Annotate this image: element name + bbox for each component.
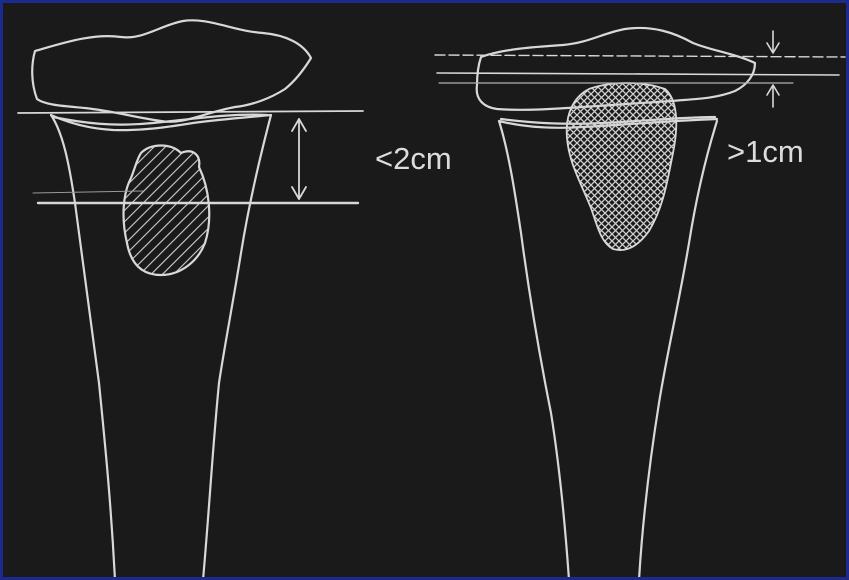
left-measurement-label: <2cm (375, 143, 452, 174)
left-dimension-arrow (292, 119, 306, 199)
diagram-canvas (3, 3, 849, 580)
right-diagram (435, 28, 845, 580)
left-diagram (18, 20, 363, 580)
left-lesion (124, 146, 210, 276)
left-upper-reference-line (18, 111, 363, 113)
right-measurement-label: >1cm (727, 136, 804, 167)
left-epiphysis (32, 20, 311, 122)
right-top-reference-line (435, 55, 845, 57)
right-mid-reference-line (437, 73, 839, 75)
right-dimension-arrow (767, 31, 779, 107)
left-physeal-line (53, 115, 267, 125)
right-lesion (567, 83, 677, 250)
